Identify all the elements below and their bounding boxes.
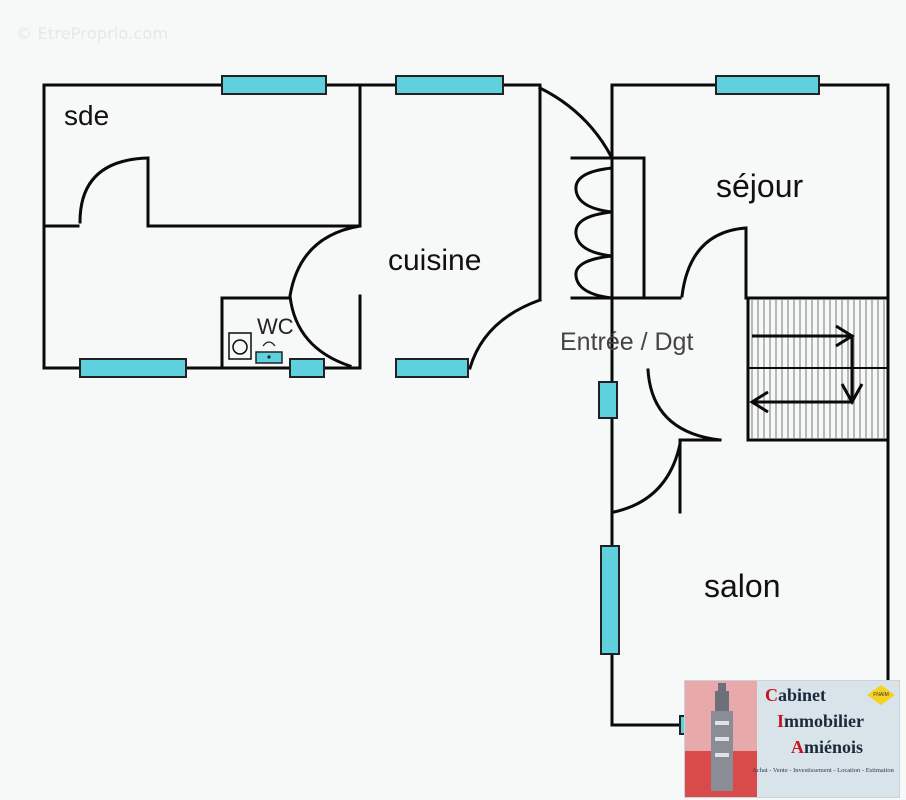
window-sde-bottom [79,358,187,378]
room-label-cuisine: cuisine [388,244,482,277]
logo-line-2: Immobilier [777,711,864,731]
door-cuisine-wc [288,224,362,368]
fnaim-badge: FNAIM [867,685,895,705]
room-label-salon: salon [704,568,781,604]
tower-icon [685,681,757,797]
stair-arrow [749,324,864,414]
logo-tagline: Achat - Vente - Investissement - Locatio… [752,767,894,774]
door-salon [612,442,682,514]
closet-hanger-3 [574,254,613,300]
window-salon-side [600,545,620,655]
door-sejour [680,226,748,298]
wall-right-top [610,83,890,302]
room-label-wc: WC [257,314,294,339]
watermark: © EtreProprio.com [16,24,169,43]
room-label-sejour: séjour [716,168,804,204]
room-label-sde: sde [64,100,110,131]
toilet-icon [228,332,252,360]
logo-line-3: Amiénois [791,737,864,757]
window-cuisine-top [395,75,504,95]
wall-wc [220,296,292,370]
staircase [748,300,888,438]
window-sde-top [221,75,327,95]
door-kitchen-bottom [468,298,542,370]
agency-logo: Cabinet Immobilier Amiénois Achat - Vent… [684,680,900,798]
door-entree [646,368,722,442]
closet-hanger-2 [574,210,613,258]
window-cuisine-bottom [395,358,469,378]
door-sde [78,156,150,224]
window-wc-bottom [289,358,325,378]
room-label-entree: Entrée / Dgt [560,328,694,356]
window-sejour-top [715,75,820,95]
wall-closet [570,156,646,300]
closet-hanger-1 [574,166,613,214]
door-kitchen-top [537,85,615,161]
window-entree-side [598,381,618,419]
logo-line-1: Cabinet [765,685,827,705]
sink-icon [255,341,283,364]
